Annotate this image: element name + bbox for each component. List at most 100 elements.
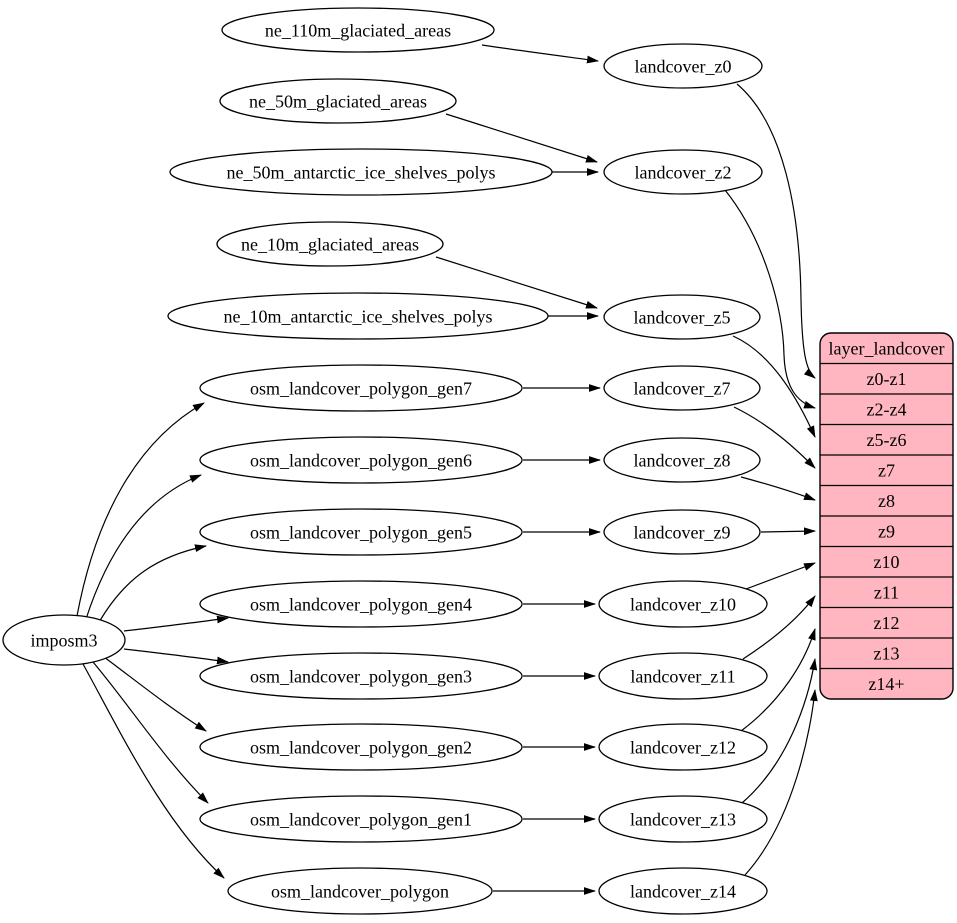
node-shape-osm_landcover_polygon_gen2	[199, 723, 523, 771]
edge-landcover_z0-to-layer_landcover-z0-z1	[736, 83, 816, 379]
node-label-landcover_z11: landcover_z11	[630, 666, 735, 686]
edge-imposm3-to-osm_landcover_polygon_gen6	[85, 474, 202, 620]
node-label-ne_10m_antarctic_ice_shelves_polys: ne_10m_antarctic_ice_shelves_polys	[224, 306, 493, 326]
edge-ne_10m_glaciated_areas-to-landcover_z5	[435, 256, 598, 309]
node-ne_50m_glaciated_areas: ne_50m_glaciated_areas	[219, 78, 457, 124]
table-row-z13: z13	[874, 644, 900, 664]
node-landcover_z2: landcover_z2	[603, 149, 763, 195]
node-shape-ne_10m_antarctic_ice_shelves_polys	[167, 292, 549, 340]
node-osm_landcover_polygon_gen5: osm_landcover_polygon_gen5	[199, 508, 523, 556]
node-label-osm_landcover_polygon_gen6: osm_landcover_polygon_gen6	[250, 450, 472, 470]
table-row-z9: z9	[878, 522, 895, 542]
node-shape-osm_landcover_polygon	[227, 867, 493, 915]
node-landcover_z0: landcover_z0	[603, 43, 763, 89]
edge-ne_110m_glaciated_areas-to-landcover_z0	[481, 44, 599, 64]
node-shape-landcover_z14	[598, 867, 768, 915]
node-shape-osm_landcover_polygon_gen4	[199, 580, 523, 628]
node-label-landcover_z12: landcover_z12	[630, 737, 736, 757]
table-row-z5-z6: z5-z6	[867, 430, 907, 450]
node-shape-imposm3	[2, 614, 126, 666]
node-landcover_z14: landcover_z14	[598, 867, 768, 915]
node-osm_landcover_polygon_gen4: osm_landcover_polygon_gen4	[199, 580, 523, 628]
node-label-landcover_z2: landcover_z2	[635, 162, 732, 182]
node-ne_10m_antarctic_ice_shelves_polys: ne_10m_antarctic_ice_shelves_polys	[167, 292, 549, 340]
node-shape-landcover_z7	[603, 365, 761, 411]
node-shape-osm_landcover_polygon_gen5	[199, 508, 523, 556]
node-label-landcover_z9: landcover_z9	[634, 522, 731, 542]
edge-landcover_z7-to-layer_landcover-z7	[733, 406, 816, 469]
edge-landcover_z13-to-layer_landcover-z13	[741, 658, 818, 804]
node-shape-landcover_z0	[603, 43, 763, 89]
node-landcover_z12: landcover_z12	[598, 723, 768, 771]
node-imposm3: imposm3	[2, 614, 126, 666]
node-label-imposm3: imposm3	[30, 630, 97, 650]
node-osm_landcover_polygon_gen2: osm_landcover_polygon_gen2	[199, 723, 523, 771]
table-row-z2-z4: z2-z4	[867, 400, 907, 420]
node-label-landcover_z5: landcover_z5	[634, 307, 731, 327]
table-row-z0-z1: z0-z1	[867, 369, 907, 389]
node-osm_landcover_polygon_gen7: osm_landcover_polygon_gen7	[199, 364, 523, 412]
edge-landcover_z8-to-layer_landcover-z8	[740, 476, 816, 501]
node-label-landcover_z10: landcover_z10	[630, 594, 736, 614]
table-row-z12: z12	[874, 613, 900, 633]
node-shape-ne_50m_glaciated_areas	[219, 78, 457, 124]
node-label-ne_50m_glaciated_areas: ne_50m_glaciated_areas	[249, 91, 427, 111]
node-osm_landcover_polygon: osm_landcover_polygon	[227, 867, 493, 915]
node-label-osm_landcover_polygon_gen7: osm_landcover_polygon_gen7	[250, 378, 472, 398]
node-shape-landcover_z12	[598, 723, 768, 771]
node-shape-ne_50m_antarctic_ice_shelves_polys	[169, 148, 553, 196]
edge-landcover_z2-to-layer_landcover-z2-z4	[724, 189, 816, 409]
node-shape-landcover_z9	[603, 509, 761, 555]
node-landcover_z11: landcover_z11	[598, 652, 768, 700]
table-row-z10: z10	[874, 552, 900, 572]
node-label-osm_landcover_polygon: osm_landcover_polygon	[271, 881, 449, 901]
node-shape-osm_landcover_polygon_gen3	[199, 652, 523, 700]
node-shape-osm_landcover_polygon_gen7	[199, 364, 523, 412]
node-label-ne_110m_glaciated_areas: ne_110m_glaciated_areas	[265, 20, 451, 40]
edge-landcover_z14-to-layer_landcover-z14+	[744, 689, 818, 876]
edge-landcover_z9-to-layer_landcover-z9	[760, 527, 816, 536]
edge-imposm3-to-osm_landcover_polygon_gen3	[123, 648, 229, 665]
node-landcover_z5: landcover_z5	[603, 294, 761, 340]
node-ne_50m_antarctic_ice_shelves_polys: ne_50m_antarctic_ice_shelves_polys	[169, 148, 553, 196]
node-label-landcover_z8: landcover_z8	[634, 450, 731, 470]
node-shape-ne_10m_glaciated_areas	[216, 221, 444, 267]
node-label-osm_landcover_polygon_gen4: osm_landcover_polygon_gen4	[250, 594, 472, 614]
node-label-ne_50m_antarctic_ice_shelves_polys: ne_50m_antarctic_ice_shelves_polys	[227, 162, 496, 182]
node-landcover_z8: landcover_z8	[603, 437, 761, 483]
table-row-z11: z11	[874, 583, 899, 603]
node-shape-landcover_z13	[598, 795, 768, 843]
node-landcover_z9: landcover_z9	[603, 509, 761, 555]
node-ne_10m_glaciated_areas: ne_10m_glaciated_areas	[216, 221, 444, 267]
node-label-osm_landcover_polygon_gen2: osm_landcover_polygon_gen2	[250, 737, 472, 757]
node-label-landcover_z14: landcover_z14	[630, 881, 736, 901]
table-row-z8: z8	[878, 491, 895, 511]
node-label-landcover_z7: landcover_z7	[634, 378, 731, 398]
node-osm_landcover_polygon_gen6: osm_landcover_polygon_gen6	[199, 436, 523, 484]
node-label-osm_landcover_polygon_gen5: osm_landcover_polygon_gen5	[250, 522, 472, 542]
nodes-layer: imposm3 ne_110m_glaciated_areas ne_50m_gla…	[2, 7, 768, 915]
edge-imposm3-to-osm_landcover_polygon_gen4	[123, 615, 229, 632]
table-row-z7: z7	[878, 461, 895, 481]
edge-imposm3-to-osm_landcover_polygon	[82, 663, 225, 879]
node-label-ne_10m_glaciated_areas: ne_10m_glaciated_areas	[241, 234, 419, 254]
node-shape-landcover_z11	[598, 652, 768, 700]
node-osm_landcover_polygon_gen1: osm_landcover_polygon_gen1	[199, 795, 523, 843]
edge-imposm3-to-osm_landcover_polygon_gen7	[76, 402, 205, 617]
node-label-osm_landcover_polygon_gen1: osm_landcover_polygon_gen1	[250, 809, 472, 829]
edge-imposm3-to-osm_landcover_polygon_gen2	[103, 656, 207, 732]
node-shape-landcover_z5	[603, 294, 761, 340]
node-landcover_z10: landcover_z10	[598, 580, 768, 628]
edge-imposm3-to-osm_landcover_polygon_gen5	[97, 544, 207, 625]
edge-landcover_z12-to-layer_landcover-z12	[740, 628, 816, 732]
node-shape-landcover_z8	[603, 437, 761, 483]
table-row-z14+: z14+	[868, 674, 904, 694]
edge-ne_50m_glaciated_areas-to-landcover_z2	[445, 113, 598, 163]
table-layer-landcover: layer_landcoverz0-z1z2-z4z5-z6z7z8z9z10z…	[819, 332, 954, 700]
node-landcover_z13: landcover_z13	[598, 795, 768, 843]
edge-landcover_z11-to-layer_landcover-z11	[742, 595, 816, 660]
node-shape-landcover_z10	[598, 580, 768, 628]
node-shape-ne_110m_glaciated_areas	[221, 7, 495, 53]
